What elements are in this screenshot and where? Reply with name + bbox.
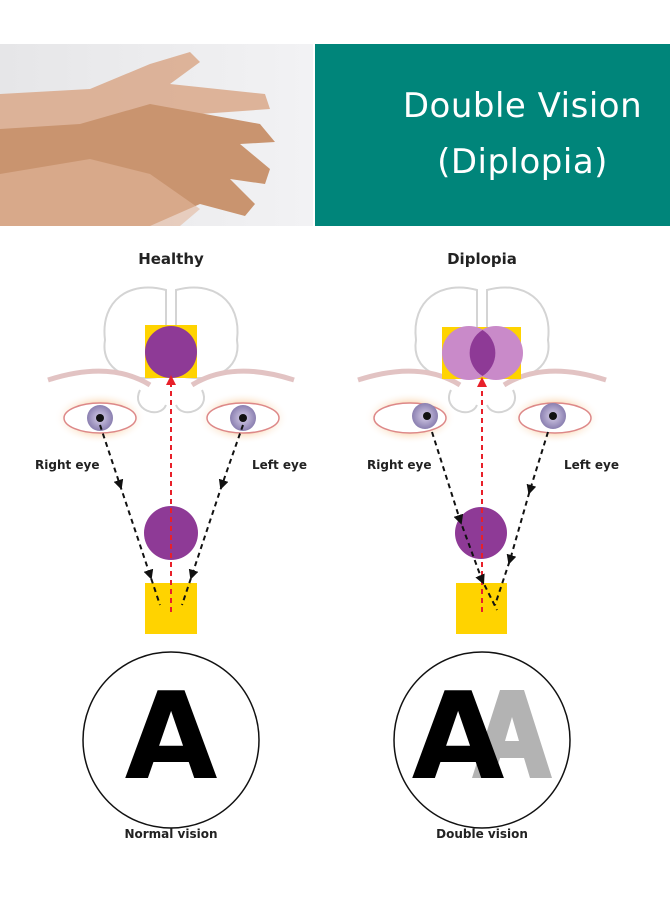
healthy-title: Healthy (138, 250, 204, 268)
title-line-2: (Diplopia) (437, 142, 608, 182)
right-eye-label: Right eye (35, 458, 100, 472)
right-eye (364, 392, 456, 444)
diplopia-panel: Diplopia Right eye Left eye (357, 250, 619, 841)
brain-image-overlap (469, 330, 496, 376)
right-eye (54, 392, 146, 444)
object-circle (455, 507, 507, 559)
hands-illustration (0, 52, 275, 226)
left-eye (197, 392, 289, 444)
diplopia-diagram: Healthy Right eye Left eye (35, 250, 619, 841)
light-paths (431, 431, 549, 611)
brain-image-circle (145, 326, 197, 378)
letter-a: A (125, 668, 218, 807)
hands-photo (0, 44, 313, 226)
vision-circle (82, 651, 260, 829)
title-line-1: Double Vision (402, 86, 643, 126)
brain-icon (103, 286, 239, 414)
normal-vision-caption: Normal vision (124, 827, 217, 841)
right-eyebrow (357, 368, 462, 388)
left-eye-label: Left eye (564, 458, 619, 472)
left-eyebrow (190, 368, 295, 388)
title-banner: Double Vision (Diplopia) (315, 44, 670, 226)
ghost-letter-shape (472, 690, 552, 778)
left-eyebrow (502, 368, 607, 388)
diplopia-title: Diplopia (447, 250, 517, 268)
left-eye (509, 392, 601, 444)
right-eye-label: Right eye (367, 458, 432, 472)
vision-circle (393, 651, 571, 829)
double-vision-caption: Double vision (436, 827, 528, 841)
left-eye-label: Left eye (252, 458, 307, 472)
object-circle (144, 506, 198, 560)
healthy-panel: Healthy Right eye Left eye (35, 250, 307, 841)
right-eyebrow (47, 368, 152, 388)
light-paths (99, 424, 244, 606)
letter-a: A (412, 668, 505, 807)
